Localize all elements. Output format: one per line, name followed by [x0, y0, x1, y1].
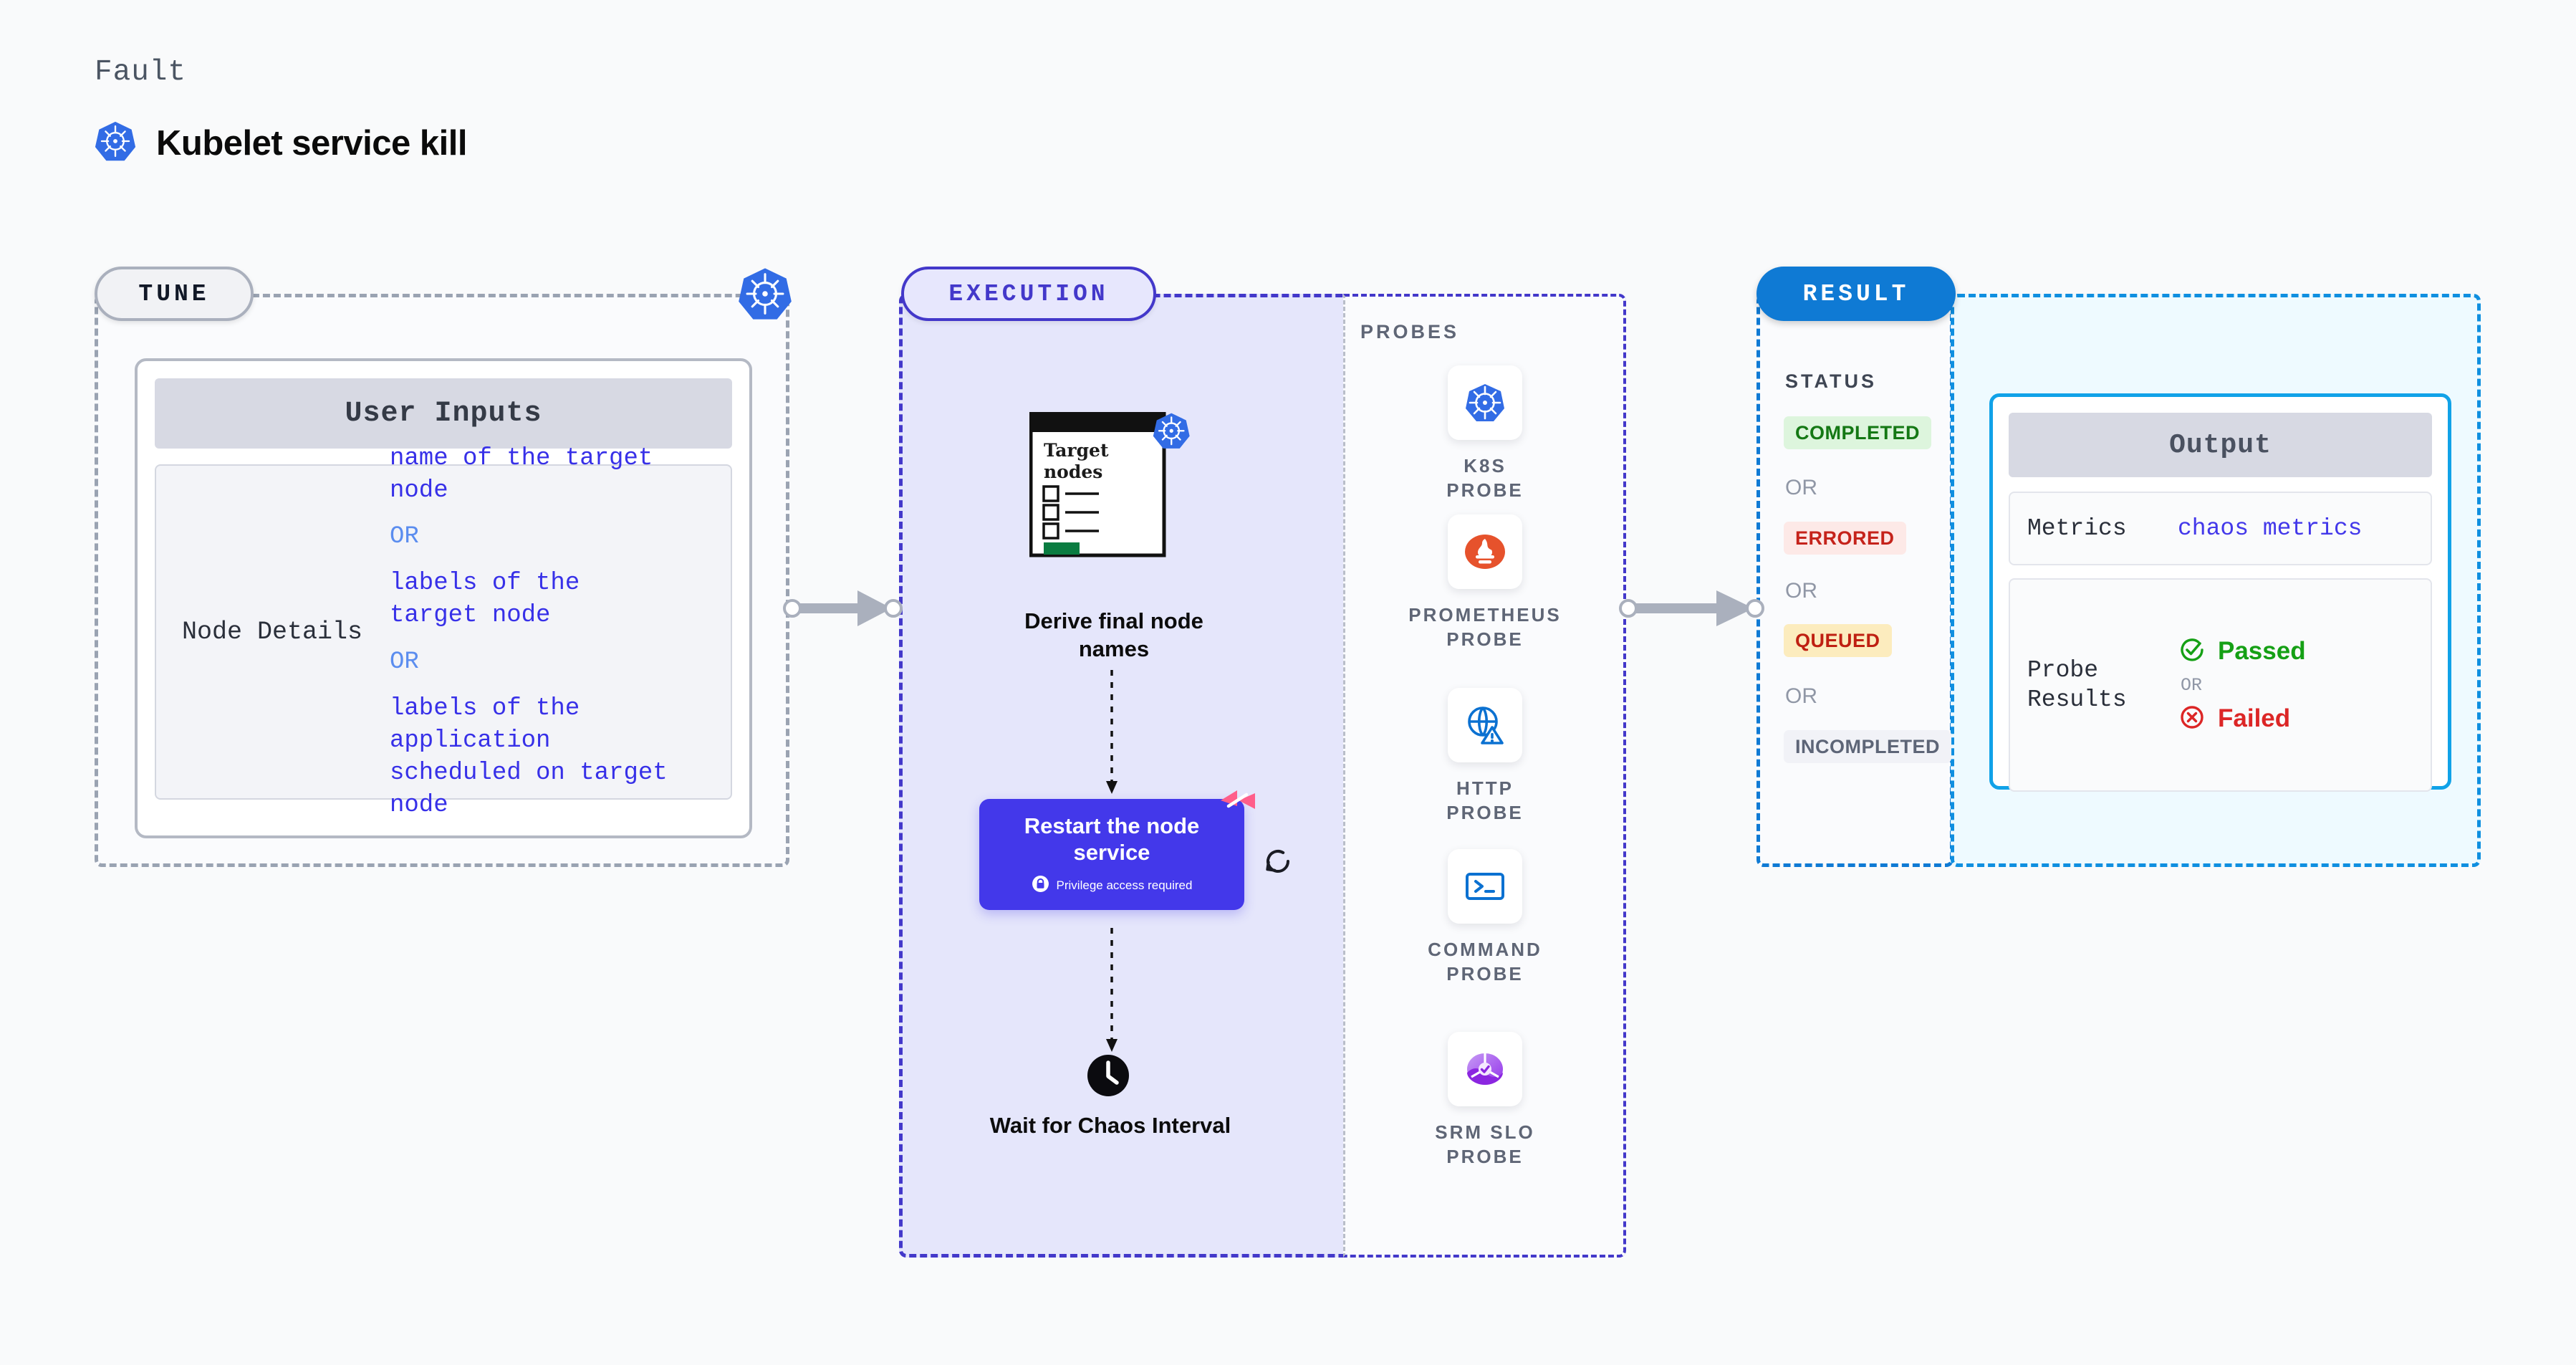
wait-for-chaos-interval-label: Wait for Chaos Interval — [989, 1113, 1231, 1138]
probes-section-label: PROBES — [1360, 321, 1460, 343]
fault-eyebrow-label: Fault — [95, 56, 187, 89]
restart-step-title: Restart the node service — [1024, 813, 1200, 865]
page-title: Kubelet service kill — [156, 123, 467, 163]
retry-loop-icon — [1261, 844, 1295, 878]
target-nodes-checklist-illustration: Target nodes — [1029, 411, 1194, 559]
probe-results-key: Probe Results — [2027, 656, 2127, 713]
status-separator-3: OR — [1785, 684, 1817, 708]
terminal-prompt-icon — [1448, 849, 1522, 924]
flow-arrow-down-1 — [1103, 670, 1120, 799]
metrics-row: Metrics chaos metrics — [2009, 492, 2432, 565]
status-badge-errored: ERRORED — [1784, 522, 1906, 555]
probe-passed-label: Passed — [2218, 637, 2306, 665]
node-details-separator-2: OR — [390, 648, 419, 676]
probe-label: HTTP PROBE — [1446, 777, 1524, 823]
status-badge-queued: QUEUED — [1784, 624, 1892, 657]
status-separator-1: OR — [1785, 476, 1817, 499]
node-details-key: Node Details — [182, 618, 363, 646]
node-details-separator-1: OR — [390, 523, 419, 551]
http-globe-warning-icon — [1448, 688, 1522, 762]
probe-item-command[interactable]: COMMAND PROBE — [1378, 849, 1592, 987]
node-details-value-3: labels of the application scheduled on t… — [390, 694, 668, 819]
status-badge-completed: COMPLETED — [1784, 416, 1932, 449]
probe-label: K8S PROBE — [1446, 455, 1524, 501]
result-section-pill[interactable]: RESULT — [1756, 267, 1956, 321]
probe-results-row: Probe Results Passed OR — [2009, 578, 2432, 792]
srm-slo-donut-icon — [1448, 1032, 1522, 1106]
output-header: Output — [2009, 413, 2432, 477]
probe-label: PROMETHEUS PROBE — [1408, 604, 1562, 650]
tune-section-pill[interactable]: TUNE — [95, 267, 254, 321]
probe-result-separator: OR — [2181, 674, 2203, 696]
status-separator-2: OR — [1785, 579, 1817, 603]
status-badge-incompleted: INCOMPLETED — [1784, 730, 1952, 763]
probe-result-passed: Passed — [2178, 636, 2306, 668]
metrics-value: chaos metrics — [2178, 515, 2363, 542]
probe-failed-label: Failed — [2218, 704, 2291, 732]
harness-icon — [1218, 785, 1258, 825]
probe-result-failed: Failed — [2178, 703, 2306, 735]
node-details-values: name of the target node OR labels of the… — [390, 443, 705, 822]
output-card: Output Metrics chaos metrics Probe Resul… — [1989, 393, 2451, 792]
clock-icon — [1086, 1053, 1130, 1098]
probe-item-k8s[interactable]: K8S PROBE — [1378, 365, 1592, 503]
probe-results-values: Passed OR Failed — [2178, 636, 2306, 735]
kubernetes-icon — [738, 267, 792, 321]
metrics-key: Metrics — [2027, 514, 2127, 542]
privilege-note-text: Privilege access required — [1056, 878, 1193, 893]
lock-icon — [1032, 875, 1049, 896]
user-inputs-body: Node Details name of the target node OR … — [155, 445, 732, 819]
privilege-note-row: Privilege access required — [1032, 875, 1193, 896]
svg-text:nodes: nodes — [1044, 461, 1102, 482]
execution-section-pill[interactable]: EXECUTION — [901, 267, 1156, 321]
user-inputs-header: User Inputs — [155, 378, 732, 449]
user-inputs-card: User Inputs Node Details name of the tar… — [135, 358, 752, 838]
kubernetes-icon — [95, 120, 136, 166]
probe-item-http[interactable]: HTTP PROBE — [1378, 688, 1592, 825]
prometheus-icon — [1448, 514, 1522, 589]
check-circle-icon — [2178, 636, 2206, 668]
probe-item-prometheus[interactable]: PROMETHEUS PROBE — [1378, 514, 1592, 652]
connector-execution-to-result — [1619, 586, 1766, 634]
svg-text:Target: Target — [1044, 440, 1109, 461]
probe-item-srm-slo[interactable]: SRM SLO PROBE — [1378, 1032, 1592, 1169]
probe-label: COMMAND PROBE — [1428, 939, 1542, 985]
node-details-value-1: name of the target node — [390, 444, 653, 504]
node-details-value-2: labels of the target node — [390, 570, 580, 630]
probe-label: SRM SLO PROBE — [1435, 1121, 1535, 1167]
derive-final-node-names-label: Derive final node names — [1024, 608, 1203, 661]
status-label: STATUS — [1785, 370, 1877, 392]
restart-node-service-step[interactable]: Restart the node service Privilege acces… — [979, 799, 1244, 910]
page-title-row: Kubelet service kill — [95, 120, 467, 166]
flow-arrow-down-2 — [1103, 928, 1120, 1057]
kubernetes-icon — [1448, 365, 1522, 440]
connector-tune-to-execution — [783, 586, 905, 634]
x-circle-icon — [2178, 703, 2206, 735]
